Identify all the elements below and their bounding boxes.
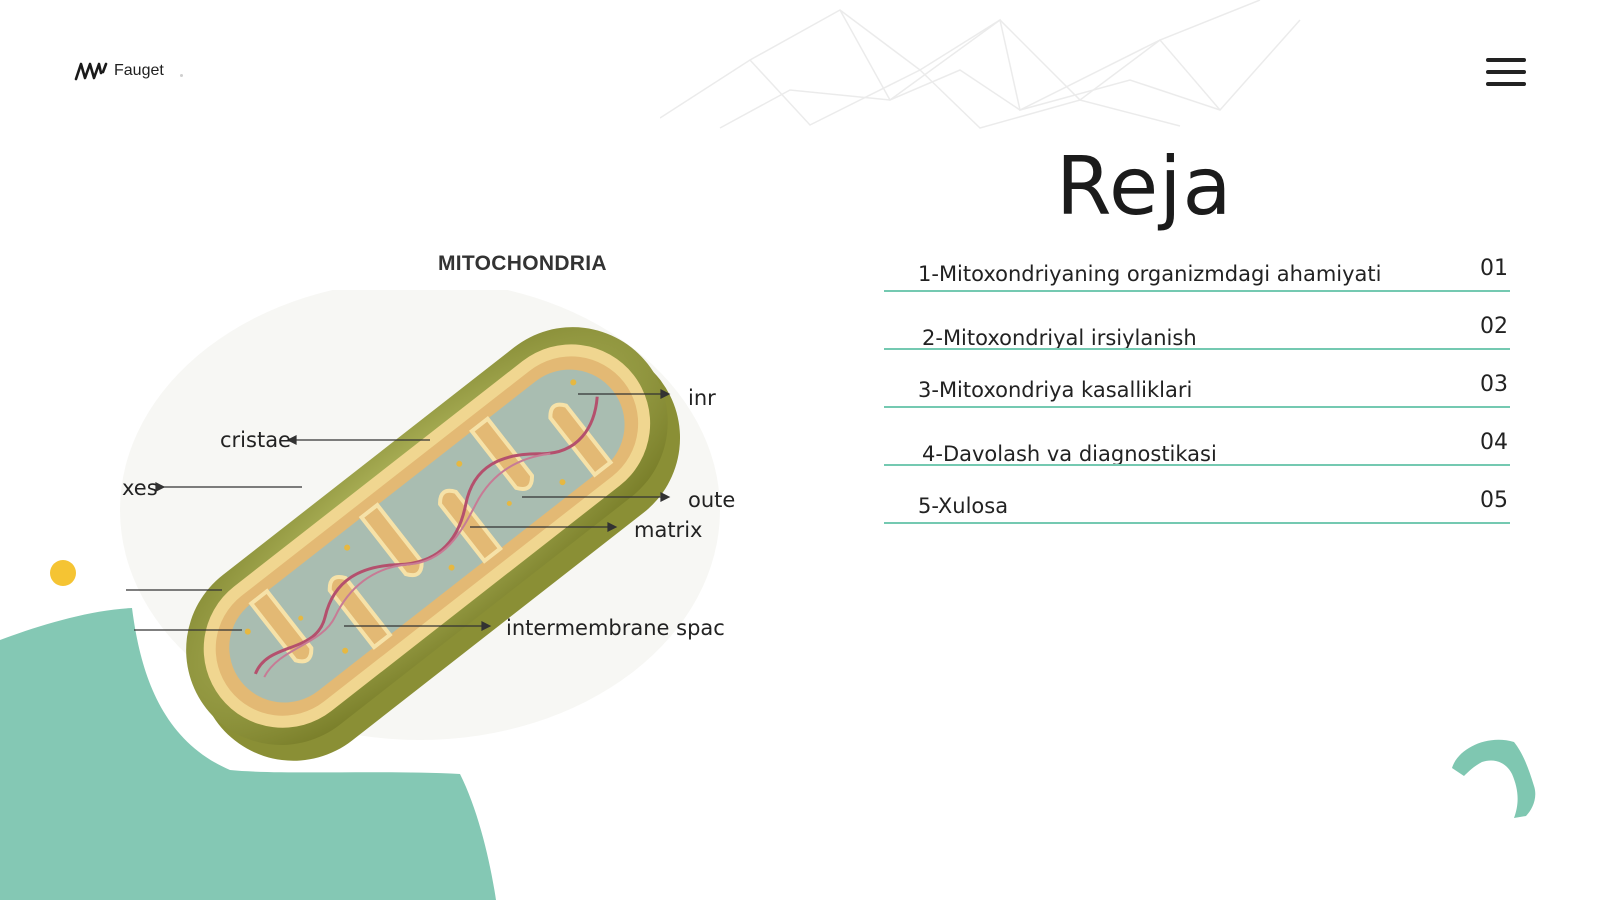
label-outer-membrane: oute [688, 488, 736, 512]
teal-background-shape [0, 608, 496, 900]
agenda-item-number: 05 [1480, 488, 1508, 513]
brand-logo[interactable]: Fauget [74, 60, 183, 82]
agenda-item-label: 4-Davolash va diagnostikasi [922, 442, 1217, 466]
yellow-dot-decoration [50, 560, 76, 586]
agenda-divider [884, 290, 1510, 292]
agenda-item-number: 02 [1480, 314, 1508, 339]
agenda-divider [884, 522, 1510, 524]
agenda-divider [884, 348, 1510, 350]
brand-name: Fauget [114, 62, 164, 79]
agenda-item-label: 1-Mitoxondriyaning organizmdagi ahamiyat… [918, 262, 1382, 286]
teal-hook-decoration [1452, 739, 1536, 818]
agenda-item-number: 03 [1480, 372, 1508, 397]
hamburger-menu-icon[interactable] [1486, 58, 1526, 88]
page-title: Reja [1056, 140, 1233, 233]
agenda-item-number: 04 [1480, 430, 1508, 455]
agenda-item-2[interactable]: 2-Mitoxondriyal irsiylanish 02 [884, 306, 1510, 350]
label-matrix: matrix [634, 518, 703, 542]
agenda-divider [884, 406, 1510, 408]
agenda-item-label: 5-Xulosa [918, 494, 1009, 518]
label-intermembrane-space: intermembrane spac [506, 616, 725, 640]
label-inner-membrane: inr [688, 386, 716, 410]
agenda-item-label: 2-Mitoxondriyal irsiylanish [922, 326, 1197, 350]
agenda-item-4[interactable]: 4-Davolash va diagnostikasi 04 [884, 422, 1510, 466]
agenda-item-1[interactable]: 1-Mitoxondriyaning organizmdagi ahamiyat… [884, 248, 1510, 292]
agenda-item-5[interactable]: 5-Xulosa 05 [884, 480, 1510, 524]
diagram-title: MITOCHONDRIA [438, 252, 607, 275]
background-polygon-decoration [660, 0, 1301, 129]
label-cristae: cristae [220, 428, 291, 452]
mitochondria-illustration [120, 290, 720, 761]
agenda-item-number: 01 [1480, 256, 1508, 281]
wave-logo-icon [74, 62, 108, 81]
logo-dot [179, 73, 183, 77]
agenda-item-label: 3-Mitoxondriya kasalliklari [918, 378, 1193, 402]
agenda-item-3[interactable]: 3-Mitoxondriya kasalliklari 03 [884, 364, 1510, 408]
agenda-divider [884, 464, 1510, 466]
label-xes: xes [122, 476, 158, 500]
